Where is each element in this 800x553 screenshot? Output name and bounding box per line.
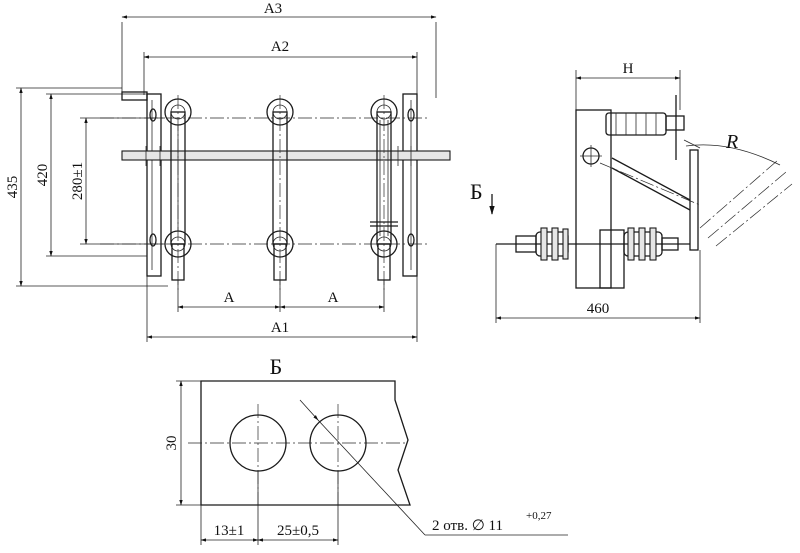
dim-a1-label: A1 (271, 320, 289, 336)
dimension-a3: A3 (121, 1, 437, 98)
hole-leader: 2 отв. ∅ 11 +0,27 (299, 399, 568, 536)
dim-460-label: 460 (587, 301, 610, 317)
dim-a-left-label: A (224, 290, 235, 306)
drive-shaft (121, 150, 451, 161)
frame-left-plate (146, 93, 162, 277)
frame-mount-left (121, 91, 148, 101)
side-view: H (470, 61, 793, 323)
upper-insulator (605, 95, 701, 160)
front-view: A3 A2 (5, 1, 451, 342)
dim-a3-label: A3 (264, 1, 282, 17)
dim-25-label: 25±0,5 (277, 523, 319, 539)
dim-h-label: H (623, 61, 634, 77)
dim-435-label: 435 (5, 176, 21, 199)
dimension-a-pair: A A (177, 280, 385, 312)
blade-closed (599, 149, 701, 251)
dimension-420: 420 (35, 93, 147, 257)
view-marker-b: Б (470, 179, 483, 204)
blade-open (685, 144, 793, 247)
detail-title: Б (270, 354, 283, 379)
dim-a2-label: A2 (271, 39, 289, 55)
side-base-plate (575, 109, 612, 289)
lower-insulator (496, 227, 690, 261)
pole-right (370, 98, 398, 281)
hole-note: 2 отв. ∅ 11 (432, 518, 503, 534)
dim-280-label: 280±1 (70, 162, 86, 200)
dim-30-label: 30 (164, 436, 180, 451)
dimension-280: 280±1 (70, 117, 165, 245)
detail-view: Б 30 13±1 25±0,5 2 (164, 354, 568, 545)
dimension-a2: A2 (143, 39, 418, 95)
dim-a-right-label: A (328, 290, 339, 306)
dimension-435: 435 (5, 87, 168, 287)
dimension-a1: A1 (146, 276, 418, 342)
dimension-13-25: 13±1 25±0,5 (200, 471, 339, 545)
radius-label: R (725, 131, 738, 153)
detail-plate-outline (200, 380, 411, 506)
pole-middle (266, 98, 294, 281)
dim-13-label: 13±1 (214, 523, 245, 539)
frame-right-plate (402, 93, 418, 277)
hole-tolerance: +0,27 (526, 510, 552, 522)
dimension-460: 460 (495, 244, 701, 323)
dim-420-label: 420 (35, 164, 51, 187)
dimension-30: 30 (164, 380, 201, 506)
dimension-h: H (575, 61, 681, 110)
